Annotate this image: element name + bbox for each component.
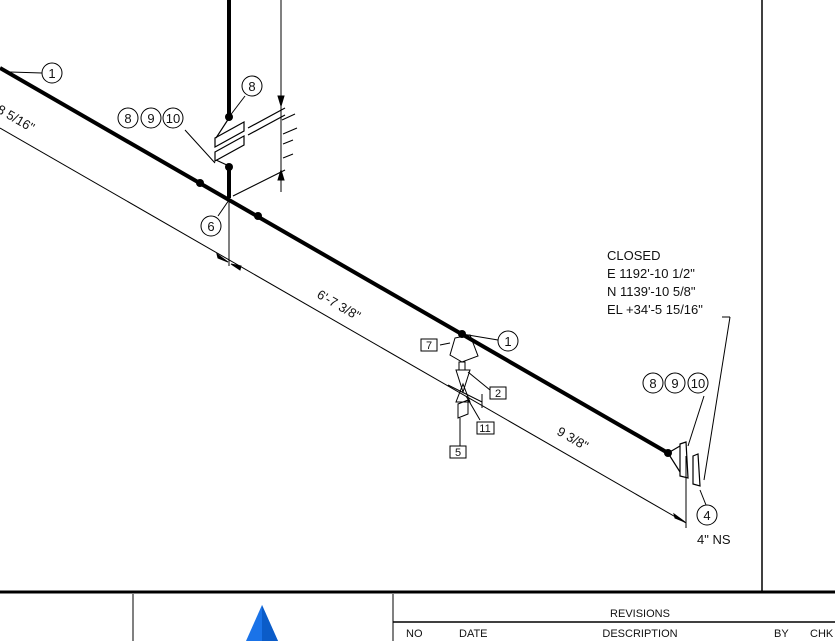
svg-text:4: 4 [703,508,710,523]
svg-text:1: 1 [48,66,55,81]
svg-text:2: 2 [495,388,501,400]
blind-flange-symbol [667,441,701,487]
svg-text:N 1139'-10 5/8": N 1139'-10 5/8" [607,284,696,299]
svg-text:REVISIONS: REVISIONS [610,608,670,620]
svg-text:7: 7 [426,340,432,352]
svg-text:CLOSED: CLOSED [607,248,660,263]
balloon-set-8-9-10: 8 9 10 [117,107,184,129]
dimension-left: 8 5/16" [0,102,38,136]
balloon-1: 1 [41,62,63,84]
svg-text:6: 6 [207,219,214,234]
pipe-support-symbol [439,334,491,446]
vertical-dimension [277,0,298,192]
svg-text:8: 8 [649,376,656,391]
svg-text:EL +34'-5 15/16": EL +34'-5 15/16" [607,302,703,317]
nominal-size-label: 4" NS [697,532,731,547]
svg-text:DESCRIPTION: DESCRIPTION [602,628,677,640]
balloon-set-end: 8 9 10 [642,372,709,394]
tag-7 [420,338,438,352]
end-coordinates-note: CLOSED E 1192'-10 1/2" N 1139'-10 5/8" E… [607,248,703,317]
main-pipe [0,66,669,455]
svg-text:1: 1 [504,334,511,349]
svg-text:9: 9 [671,376,678,391]
flange-symbol [214,107,286,197]
balloon-8: 8 [241,75,263,97]
balloon-6: 6 [200,215,222,237]
svg-text:8: 8 [124,111,131,126]
balloon-1-mid: 1 [497,330,519,352]
svg-text:5: 5 [455,447,461,459]
svg-text:DATE: DATE [459,628,488,640]
svg-text:10: 10 [691,376,705,391]
svg-text:NO: NO [406,628,423,640]
svg-text:CHK: CHK [810,628,834,640]
svg-text:11: 11 [479,423,490,435]
tag-2 [489,386,507,400]
revisions-table: REVISIONS NO DATE DESCRIPTION BY CHK [406,608,834,640]
tag-5 [449,445,467,459]
tag-11 [476,421,495,435]
logo-icon [246,605,278,641]
svg-text:E 1192'-10 1/2": E 1192'-10 1/2" [607,266,695,281]
svg-text:8: 8 [248,79,255,94]
balloon-4: 4 [696,504,718,526]
svg-text:9: 9 [147,111,154,126]
dimension-right: 9 3/8" [555,424,592,454]
svg-text:10: 10 [166,111,180,126]
dimension-line [0,127,687,528]
svg-text:BY: BY [774,628,789,640]
dimension-middle: 6'-7 3/8" [315,287,364,324]
